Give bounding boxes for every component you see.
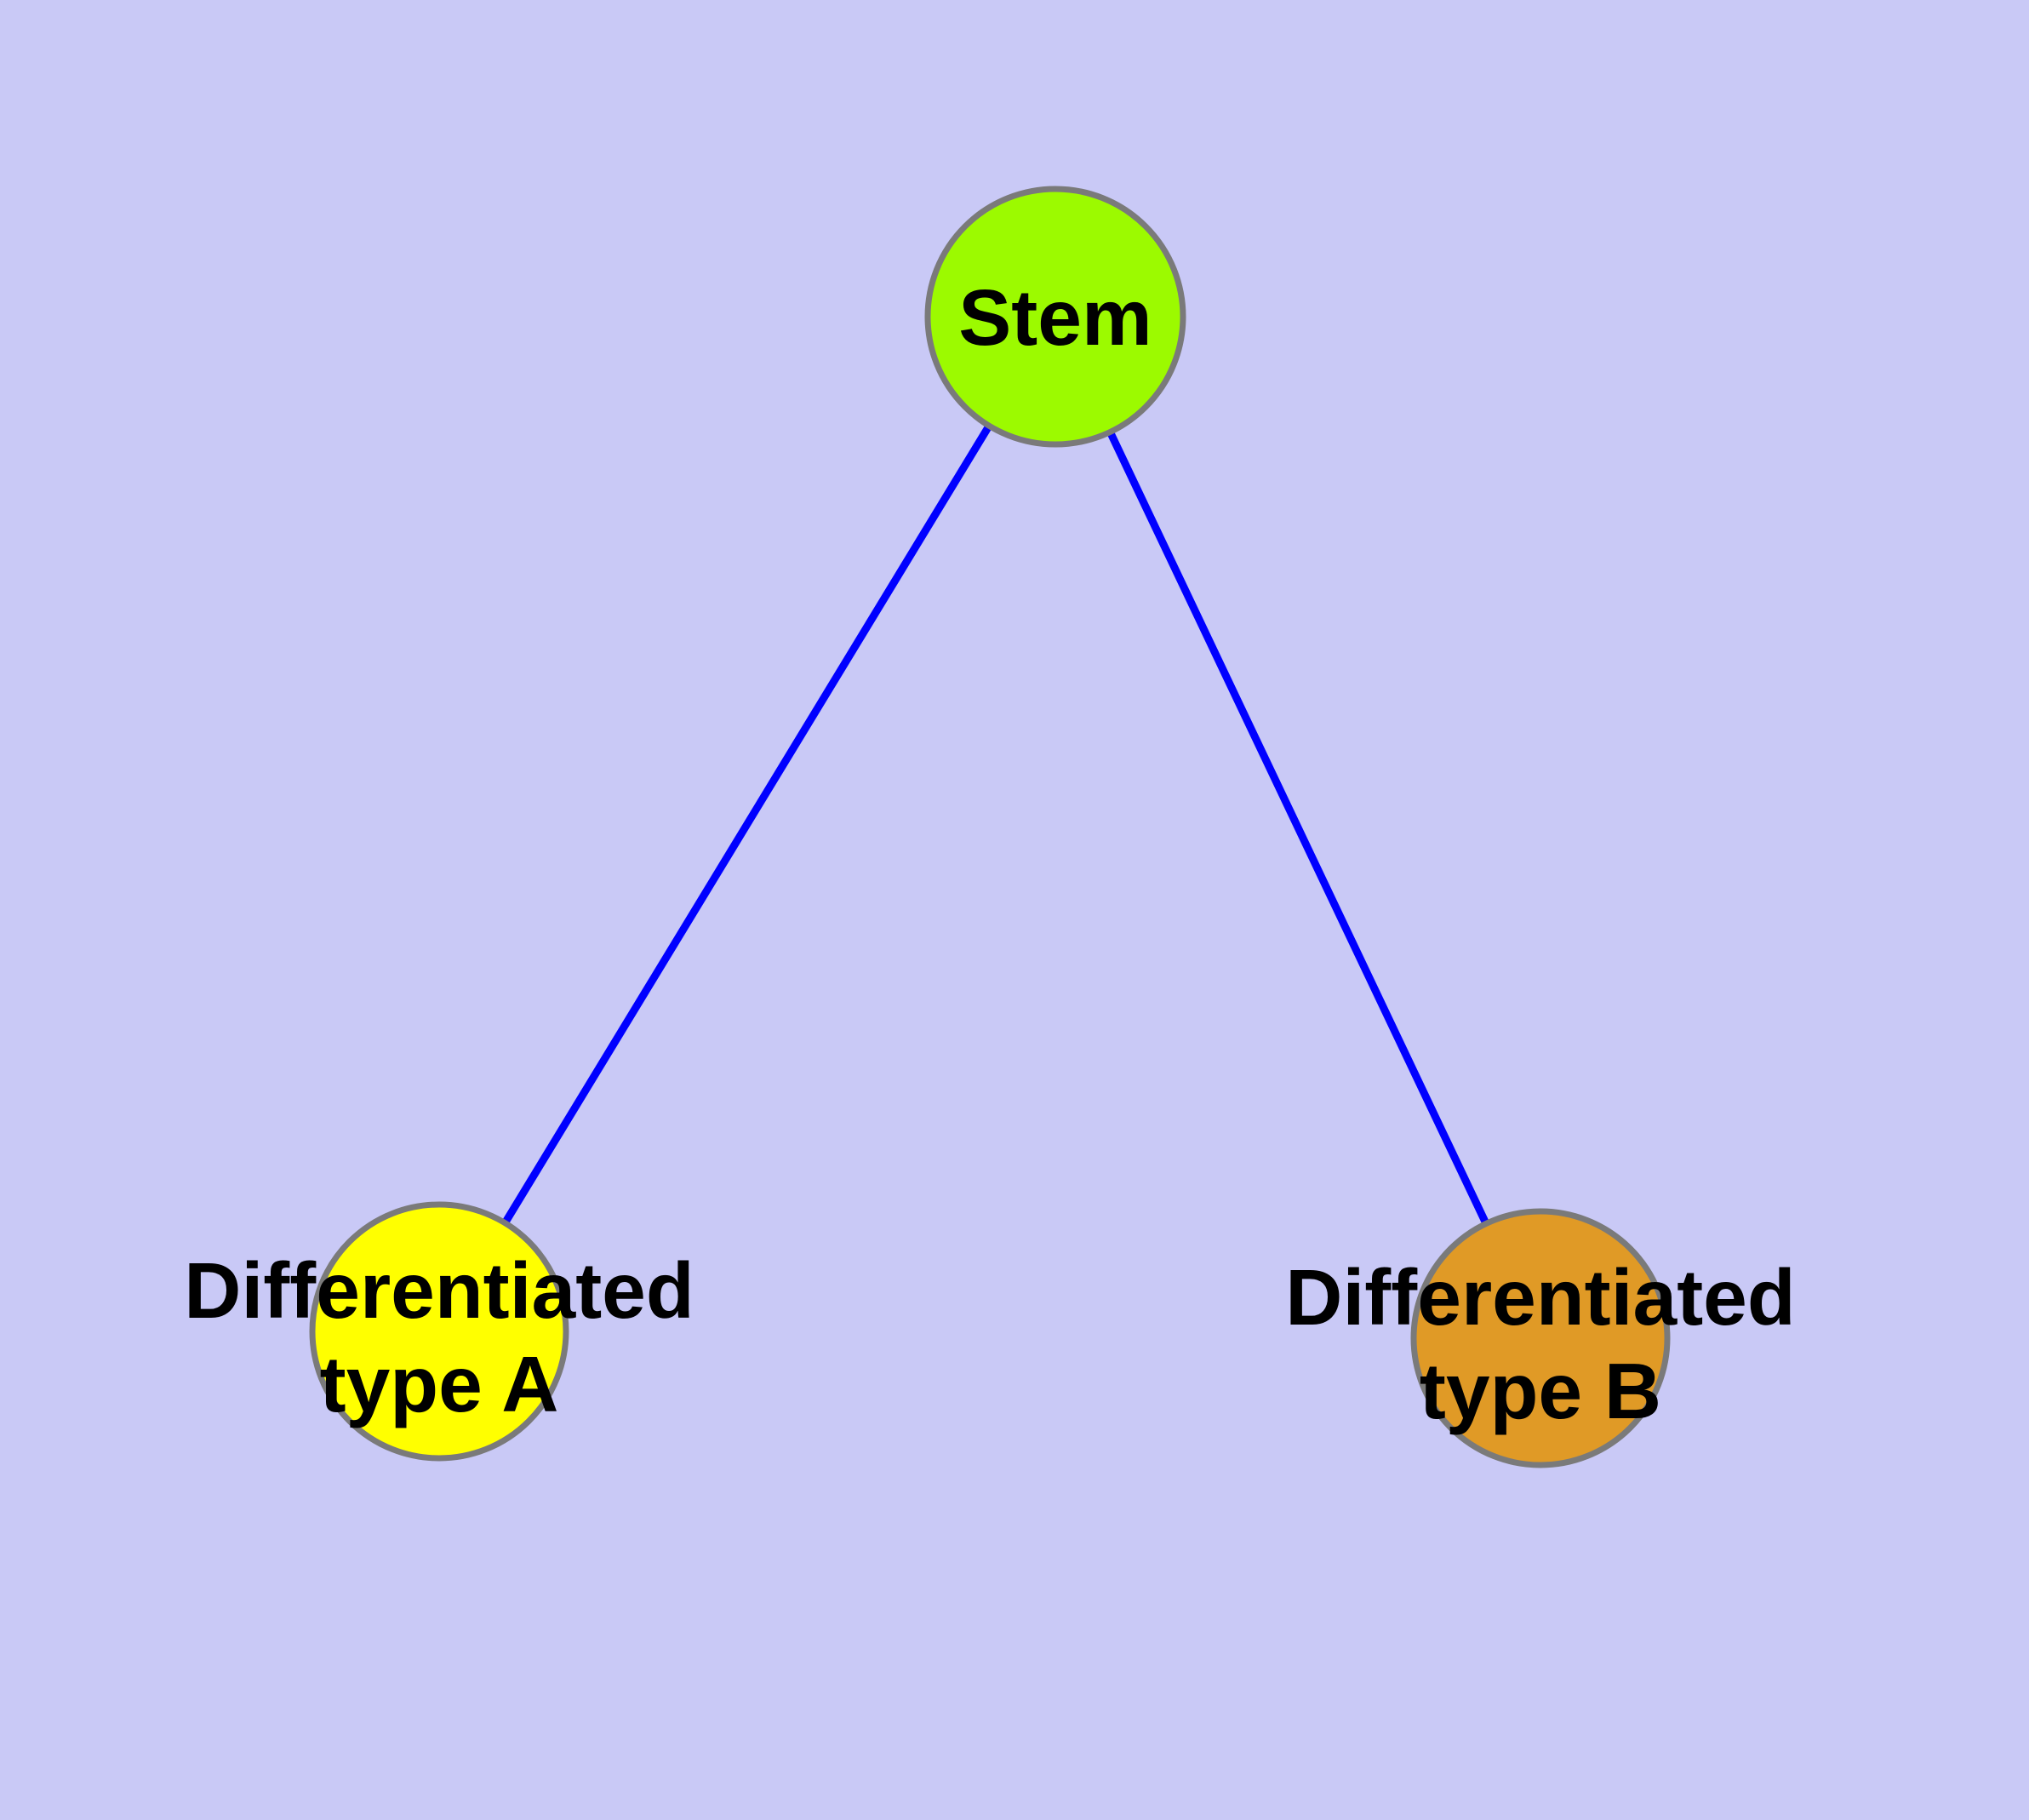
- node-stem-label: Stem: [958, 273, 1152, 362]
- edge-stem-to-type-b: [1051, 315, 1545, 1340]
- node-type-b-label-line1: Differentiated: [1285, 1253, 1795, 1342]
- edge-stem-to-type-a: [436, 314, 1059, 1334]
- node-type-b-label-line2: type B: [1420, 1347, 1661, 1435]
- node-differentiated-type-b: [1410, 1208, 1671, 1468]
- node-type-a-label-line2: type A: [320, 1340, 559, 1428]
- node-type-a-label-line1: Differentiated: [184, 1246, 694, 1335]
- node-stem: [924, 186, 1186, 448]
- node-differentiated-type-a: [309, 1201, 569, 1462]
